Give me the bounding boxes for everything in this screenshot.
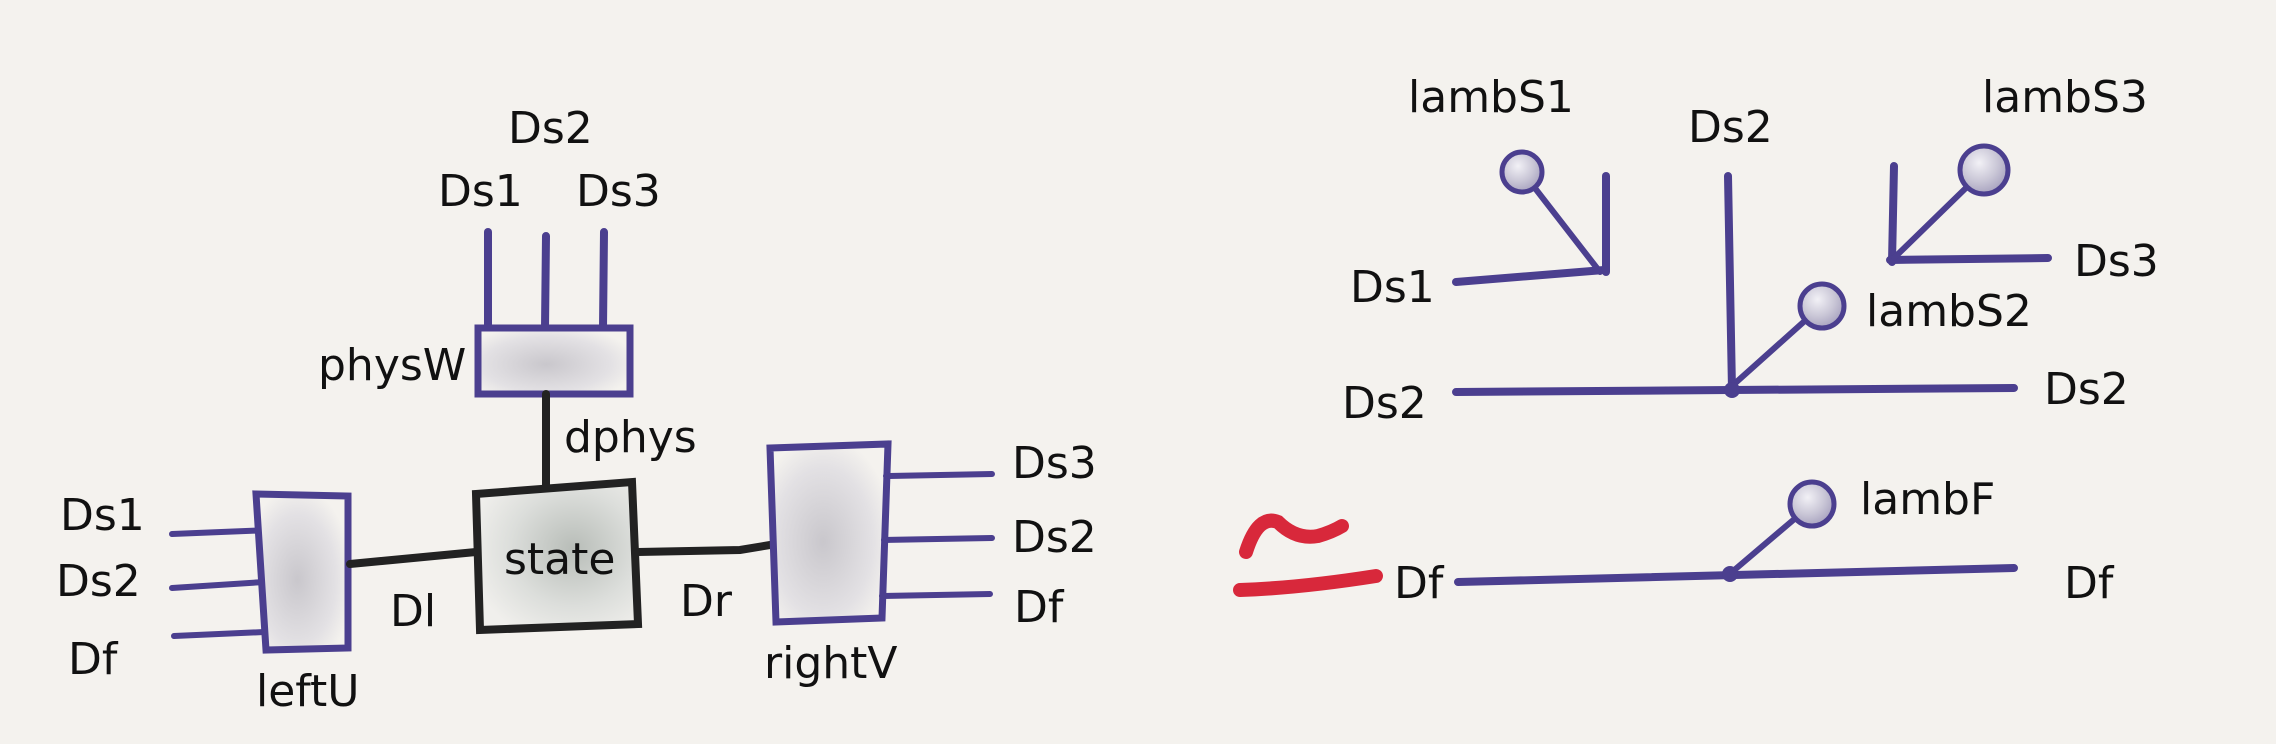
wire-right-ds2 [881, 535, 995, 543]
lambf-bulb-icon [1787, 479, 1837, 529]
wire-right-ds3 [883, 471, 995, 479]
dl-label: Dl [390, 586, 436, 637]
lambs3-stem [1891, 181, 1973, 261]
lambs2-bulb-icon [1797, 281, 1847, 331]
leftu-box [252, 490, 352, 654]
wire-top-ds3 [599, 228, 608, 332]
label-lambs3: lambS3 [1982, 72, 2148, 123]
lambs1-bulb-icon [1499, 149, 1545, 195]
tilde-stroke [1239, 513, 1349, 559]
dl-connector [346, 548, 480, 568]
label-ds2-left: Ds2 [1342, 378, 1427, 429]
wire-top-ds2 [541, 232, 550, 332]
label-df-left: Df [1394, 558, 1445, 609]
leftu-label: leftU [256, 666, 359, 717]
label-right-ds2: Ds2 [1012, 512, 1097, 563]
label-right-df: Df [1014, 582, 1065, 633]
label-ds1: Ds1 [1350, 262, 1435, 313]
label-top-ds1: Ds1 [438, 166, 523, 217]
wire-ds2-vertical [1724, 172, 1736, 394]
label-right-ds3: Ds3 [1012, 438, 1097, 489]
label-lambs1: lambS1 [1408, 72, 1574, 123]
label-top-ds2-right: Ds2 [1688, 102, 1773, 153]
dphys-label: dphys [564, 412, 697, 463]
right-diagram: lambS1 Ds1 Ds2 lambS2 Ds2 Ds2 lambS3 Ds3… [1342, 72, 2159, 609]
state-box [471, 477, 643, 635]
label-left-df: Df [68, 634, 119, 685]
wire-left-ds2 [169, 579, 267, 591]
left-diagram: Ds1 Ds2 Ds3 physW dphys state Ds1 Ds2 Df… [56, 103, 1097, 717]
bar-stroke [1233, 569, 1383, 597]
physw-box [474, 324, 634, 398]
label-ds2-right: Ds2 [2044, 364, 2129, 415]
rightv-label: rightV [764, 638, 897, 689]
wire-ds3 [1886, 254, 2052, 264]
label-left-ds2: Ds2 [56, 556, 141, 607]
wire-right-df [879, 591, 993, 599]
lambf-stem [1729, 513, 1801, 575]
lambs1-stem [1521, 171, 1603, 275]
lambs2-stem [1729, 315, 1811, 389]
physw-label: physW [318, 340, 466, 391]
wire-ds1 [1452, 266, 1608, 286]
label-lambf: lambF [1860, 474, 1995, 525]
wire-left-df [171, 629, 267, 639]
label-top-ds2: Ds2 [508, 103, 593, 154]
lambs3-bulb-icon [1957, 143, 2011, 197]
rightv-box [766, 440, 892, 626]
label-lambs2: lambS2 [1866, 286, 2032, 337]
ds2-junction-dot [1724, 382, 1740, 398]
state-label: state [504, 534, 615, 585]
label-top-ds3: Ds3 [576, 166, 661, 217]
label-left-ds1: Ds1 [60, 490, 145, 541]
label-ds3: Ds3 [2074, 236, 2159, 287]
equivalence-mark [1233, 513, 1383, 597]
dr-label: Dr [680, 576, 733, 627]
wire-ds3-vertical [1888, 162, 1898, 266]
dr-connector [634, 540, 780, 556]
label-df-right: Df [2064, 558, 2115, 609]
